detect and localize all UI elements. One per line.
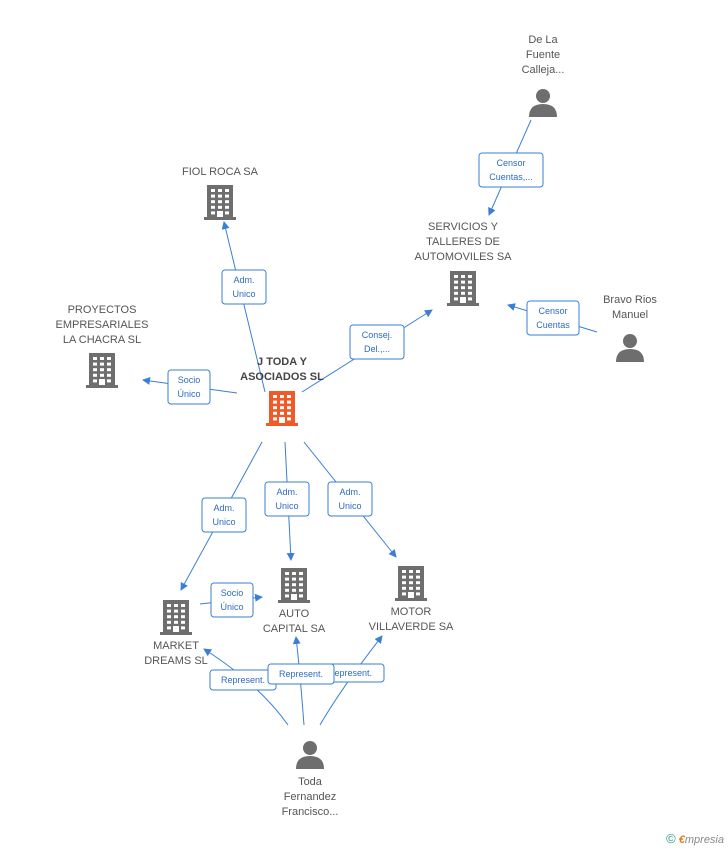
edge-label-box[interactable] xyxy=(210,582,254,618)
node-label: De La xyxy=(528,34,558,46)
brand-name: mpresia xyxy=(684,834,724,846)
edge-label-text: Censor xyxy=(496,158,525,168)
edge-label-e-toda-market[interactable]: Represent. xyxy=(209,669,277,691)
edge-label-e-main-market[interactable]: Adm. Unico xyxy=(201,497,247,533)
node-proyectos[interactable]: PROYECTOS EMPRESARIALES LA CHACRA SL xyxy=(56,304,149,388)
edge-label-text: Represent. xyxy=(328,668,372,678)
edge-label-text: Único xyxy=(220,602,243,612)
person-icon xyxy=(529,89,557,117)
person-icon xyxy=(296,741,324,769)
node-label: Francisco... xyxy=(282,806,339,818)
node-label: Fuente xyxy=(526,49,560,61)
edge-label-box[interactable] xyxy=(167,369,211,405)
main-company-icon xyxy=(266,391,298,426)
node-market[interactable]: MARKET DREAMS SL xyxy=(144,600,208,667)
node-label: FIOL ROCA SA xyxy=(182,166,259,178)
edge-label-box[interactable] xyxy=(221,269,267,305)
edge-label-box[interactable] xyxy=(264,481,310,517)
edge-label-box[interactable] xyxy=(267,663,335,685)
node-toda[interactable]: TodaFernandezFrancisco... xyxy=(282,741,339,818)
node-label: MOTOR xyxy=(391,606,432,618)
edge-label-text: Unico xyxy=(275,501,298,511)
nodes-layer: J TODA Y ASOCIADOS SL FIOL ROCA SA PROYECTO… xyxy=(56,34,658,818)
edge-label-text: Adm. xyxy=(276,487,297,497)
node-fiol[interactable]: FIOL ROCA SA xyxy=(182,166,259,220)
edge-label-text: Censor xyxy=(538,306,567,316)
edge-label-text: Unico xyxy=(212,517,235,527)
node-label: TALLERES DE xyxy=(426,236,500,248)
copyright-symbol: © xyxy=(666,831,676,846)
node-label: Bravo Rios xyxy=(603,294,657,306)
edge-label-text: Cuentas,... xyxy=(489,172,533,182)
node-label: VILLAVERDE SA xyxy=(369,621,454,633)
edge-e-toda-motor xyxy=(319,635,383,726)
edge-label-text: Adm. xyxy=(213,503,234,513)
edge-label-box[interactable] xyxy=(349,324,405,360)
edge-label-text: Del.,... xyxy=(364,344,390,354)
brand-logo-e: € xyxy=(678,834,685,846)
footer-brand: © €mpresia xyxy=(666,831,724,846)
edge-label-text: Cuentas xyxy=(536,320,570,330)
node-auto[interactable]: AUTO CAPITAL SA xyxy=(263,568,326,635)
node-label: DREAMS SL xyxy=(144,655,208,667)
node-label: J TODA Y xyxy=(257,356,308,368)
person-icon xyxy=(616,334,644,362)
edge-label-box[interactable] xyxy=(201,497,247,533)
edge-labels-layer: Adm.UnicoSocioÚnicoConsej.Del.,...Censor… xyxy=(167,152,580,691)
edge-label-text: Unico xyxy=(338,501,361,511)
node-label: LA CHACRA SL xyxy=(63,334,141,346)
edge-label-box[interactable] xyxy=(327,481,373,517)
edge-e-main-fiol xyxy=(221,221,266,393)
edge-label-text: Adm. xyxy=(339,487,360,497)
company-icon xyxy=(278,568,310,603)
node-label: Calleja... xyxy=(522,64,565,76)
edge-label-text: Socio xyxy=(221,588,244,598)
company-icon xyxy=(160,600,192,635)
edge-label-box[interactable] xyxy=(478,152,544,188)
edge-label-text: Socio xyxy=(178,375,201,385)
node-main[interactable]: J TODA Y ASOCIADOS SL xyxy=(240,356,324,426)
node-label: CAPITAL SA xyxy=(263,623,326,635)
company-icon xyxy=(86,353,118,388)
node-label: PROYECTOS xyxy=(68,304,137,316)
node-servicios[interactable]: SERVICIOS Y TALLERES DE AUTOMOVILES SA xyxy=(415,221,513,306)
node-label: SERVICIOS Y xyxy=(428,221,499,233)
node-motor[interactable]: MOTOR VILLAVERDE SA xyxy=(369,566,454,633)
node-label: Toda xyxy=(298,776,323,788)
edge-label-e-main-servicios[interactable]: Consej. Del.,... xyxy=(349,324,405,360)
node-label: ASOCIADOS SL xyxy=(240,371,324,383)
edge-label-e-main-fiol[interactable]: Adm. Unico xyxy=(221,269,267,305)
company-icon xyxy=(204,185,236,220)
edge-label-e-main-auto[interactable]: Adm. Unico xyxy=(264,481,310,517)
edge-label-text: Unico xyxy=(232,289,255,299)
edge-label-text: Represent. xyxy=(279,669,323,679)
node-label: Fernandez xyxy=(284,791,337,803)
node-delafuente[interactable]: De La FuenteCalleja... xyxy=(522,34,565,117)
node-label: MARKET xyxy=(153,640,199,652)
node-label: AUTOMOVILES SA xyxy=(415,251,513,263)
edge-label-e-main-motor[interactable]: Adm. Unico xyxy=(327,481,373,517)
node-label: EMPRESARIALES xyxy=(56,319,149,331)
company-icon xyxy=(447,271,479,306)
node-label: Manuel xyxy=(612,309,648,321)
edge-label-e-delafuente-servicios[interactable]: CensorCuentas,... xyxy=(478,152,544,188)
edge-label-text: Adm. xyxy=(233,275,254,285)
edge-label-e-toda-auto[interactable]: Represent. xyxy=(267,663,335,685)
edge-label-box[interactable] xyxy=(526,300,580,336)
edge-label-text: Represent. xyxy=(221,675,265,685)
edge-label-text: Consej. xyxy=(362,330,393,340)
company-icon xyxy=(395,566,427,601)
node-label: AUTO xyxy=(279,608,310,620)
edge-label-text: Único xyxy=(177,389,200,399)
